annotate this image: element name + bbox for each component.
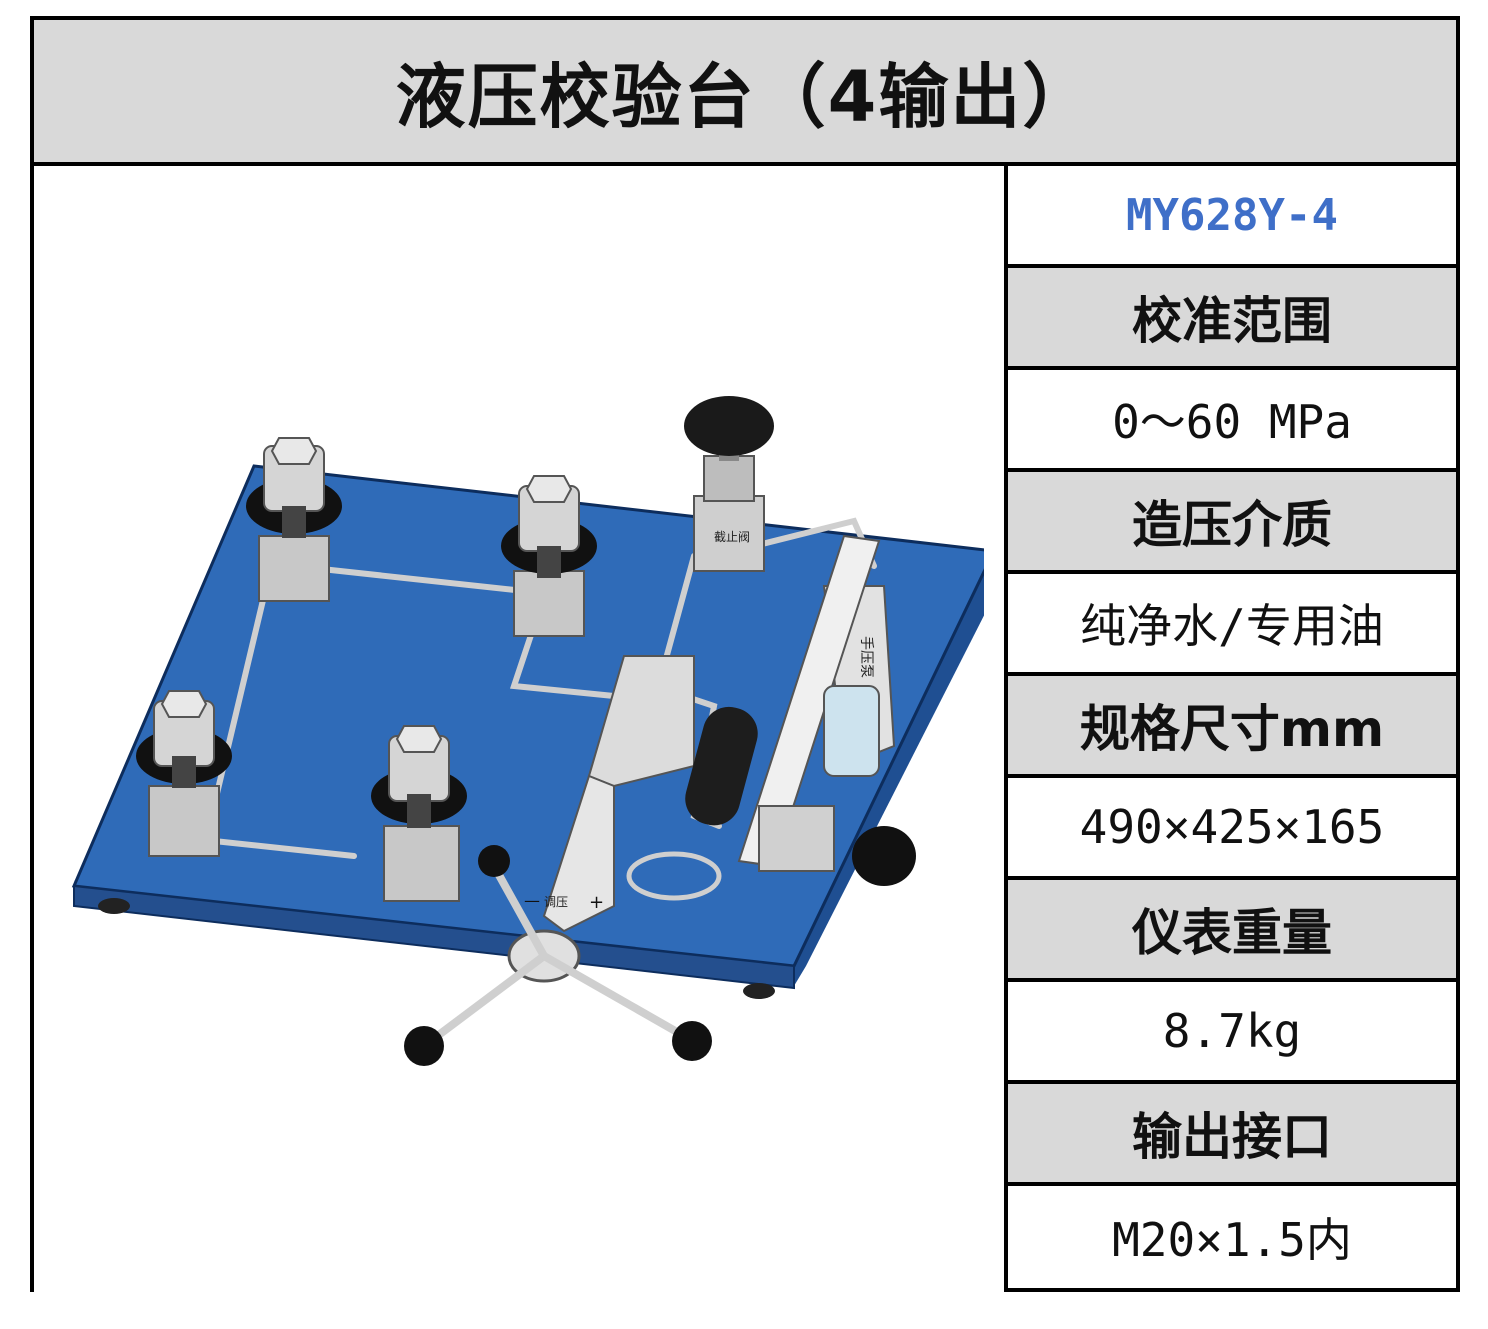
spec-label: 仪表重量 xyxy=(1132,904,1332,962)
gauge-mount xyxy=(246,437,342,602)
spec-label: 规格尺寸mm xyxy=(1079,700,1385,758)
pump-label: 手压泵 xyxy=(858,636,874,678)
handwheel-ball-icon xyxy=(404,1026,444,1066)
pressure-adjuster: 调压 + — xyxy=(404,655,712,1066)
gauge-mount xyxy=(136,690,232,857)
spec-value-cell: 8.7kg xyxy=(1008,982,1456,1084)
pump-knob-icon xyxy=(852,826,916,886)
spec-label-cell: 仪表重量 xyxy=(1008,880,1456,982)
handwheel-ball-icon xyxy=(672,1021,712,1061)
gauge-mount xyxy=(371,725,467,902)
spec-value: 纯净水/专用油 xyxy=(1080,599,1384,653)
spec-value-cell: 纯净水/专用油 xyxy=(1008,574,1456,676)
minus-label: — xyxy=(524,891,540,910)
spec-table: MY628Y-4 校准范围 0～60 MPa 造压介质 纯净水/专用油 规格尺寸… xyxy=(1008,166,1456,1292)
spec-label-cell: 规格尺寸mm xyxy=(1008,676,1456,778)
spec-label: 输出接口 xyxy=(1132,1108,1332,1166)
spec-label: 校准范围 xyxy=(1132,292,1332,350)
foot xyxy=(743,983,775,999)
spec-value: M20×1.5内 xyxy=(1112,1213,1352,1267)
spec-label-cell: 输出接口 xyxy=(1008,1084,1456,1186)
page-title: 液压校验台（4输出） xyxy=(395,55,1095,138)
spec-value-cell: 490×425×165 xyxy=(1008,778,1456,880)
shutoff-valve: 截止阀 xyxy=(684,396,774,572)
foot xyxy=(98,898,130,914)
spec-value-cell: 0～60 MPa xyxy=(1008,370,1456,472)
handwheel-ball-icon xyxy=(478,845,510,877)
spec-value-cell: M20×1.5内 xyxy=(1008,1186,1456,1288)
spec-label-cell: 校准范围 xyxy=(1008,268,1456,370)
spec-value: 0～60 MPa xyxy=(1112,395,1352,449)
model-cell: MY628Y-4 xyxy=(1008,166,1456,268)
gauge-mount xyxy=(501,475,597,637)
adjust-label: 调压 xyxy=(544,895,568,909)
valve-label: 截止阀 xyxy=(714,530,750,544)
pump-grip-icon xyxy=(685,706,758,826)
spec-sheet: 液压校验台（4输出） xyxy=(30,16,1460,1292)
product-image-pane: 截止阀 调压 + — xyxy=(34,166,1008,1292)
hydraulic-test-bench-illustration: 截止阀 调压 + — xyxy=(71,396,984,1066)
valve-knob-icon xyxy=(684,396,774,456)
title-bar: 液压校验台（4输出） xyxy=(34,20,1456,166)
spec-value: 490×425×165 xyxy=(1079,800,1385,854)
hand-pump: 手压泵 xyxy=(626,534,916,901)
plus-label: + xyxy=(589,892,604,913)
model-number: MY628Y-4 xyxy=(1126,189,1338,241)
spec-value: 8.7kg xyxy=(1162,1004,1302,1058)
coil-tube-icon xyxy=(626,851,722,901)
handwheel-spokes xyxy=(420,862,688,1050)
spec-label: 造压介质 xyxy=(1132,496,1332,554)
spec-label-cell: 造压介质 xyxy=(1008,472,1456,574)
